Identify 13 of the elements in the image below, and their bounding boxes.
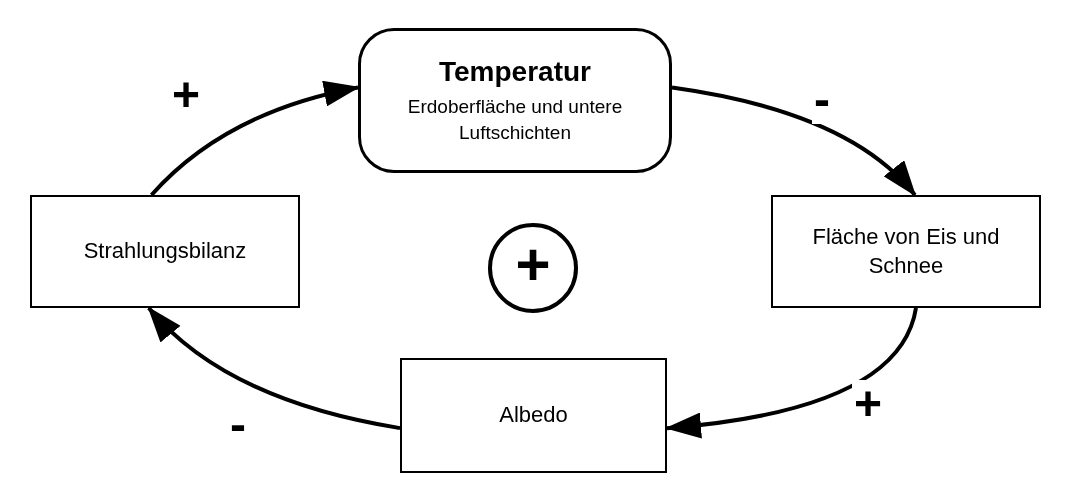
curved-arrow [671,85,917,197]
node-label: Albedo [499,401,568,430]
node-description: Erdoberfläche und untere Luftschichten [406,94,624,145]
loop-sign: + [515,235,551,295]
curved-arrow [150,81,360,197]
node-label: Fläche von Eis und Schnee [811,222,1001,280]
process-box [30,195,300,308]
node-label: Strahlungsbilanz [83,237,247,266]
process-box [771,195,1041,308]
node-heading: Temperatur [439,55,591,88]
curved-arrow [147,306,401,431]
rounded-box [358,28,672,173]
process-box [400,358,667,473]
